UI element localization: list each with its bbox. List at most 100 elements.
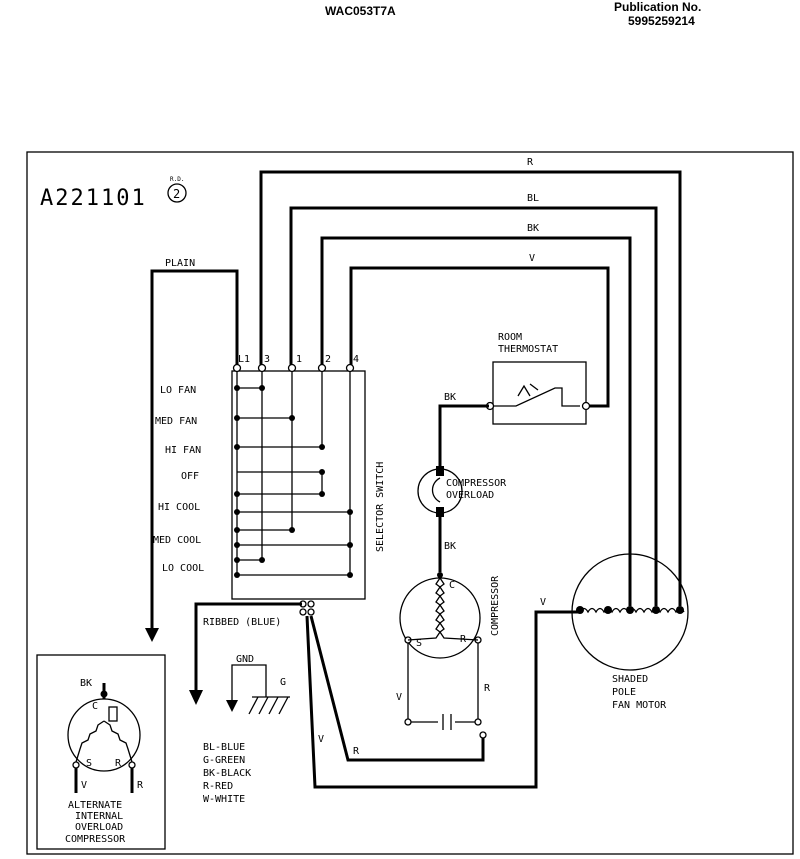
wire-label-bk-comp: BK	[444, 541, 456, 552]
thermostat-bimetal-icon	[517, 383, 539, 397]
alt-caption-3: OVERLOAD	[75, 822, 123, 833]
cap-terminal-right	[474, 718, 482, 726]
revision-small: R.D.	[170, 176, 184, 183]
cap-label-r: R	[484, 683, 491, 694]
alt-bk-label: BK	[80, 678, 92, 689]
wire-label-plain: PLAIN	[165, 258, 195, 269]
model-number: WAC053T7A	[325, 4, 396, 18]
cap-label-v: V	[396, 692, 402, 703]
thermostat-label-room: ROOM	[498, 332, 522, 343]
alt-compressor-circle	[67, 698, 141, 772]
alt-caption-4: COMPRESSOR	[65, 834, 126, 845]
alt-r-label: R	[115, 758, 122, 769]
legend-black: BK-BLACK	[203, 768, 251, 779]
position-lo-cool: LO COOL	[162, 563, 204, 574]
position-hi-cool: HI COOL	[158, 502, 200, 513]
position-med-fan: MED FAN	[155, 416, 197, 427]
alt-caption-2: INTERNAL	[75, 811, 123, 822]
ground-g-label: G	[280, 677, 286, 688]
switch-terminals	[232, 363, 355, 373]
revision-number: 2	[173, 187, 180, 201]
alt-c-label: C	[92, 701, 98, 712]
plain-arrow-icon	[145, 628, 159, 642]
ribbed-arrow-icon	[189, 690, 203, 705]
alt-c-terminal	[100, 690, 108, 698]
switch-internal-lines	[236, 371, 351, 576]
wire-white-fan	[305, 610, 580, 789]
wire-label-r-bottom: R	[353, 746, 360, 757]
terminal-3: 3	[264, 354, 270, 365]
overload-terminal-bottom	[436, 507, 444, 517]
overload-terminal-top	[436, 466, 444, 476]
wire-label-bk: BK	[527, 223, 539, 234]
wire-label-v: V	[529, 253, 535, 264]
wire-ribbed	[194, 602, 302, 693]
alt-run-winding-icon	[103, 720, 133, 763]
position-off: OFF	[181, 471, 199, 482]
alt-compressor-box	[36, 654, 166, 850]
legend-red: R-RED	[203, 781, 233, 792]
wire-label-v-fan: V	[540, 597, 546, 608]
legend-white: W-WHITE	[203, 794, 245, 805]
overload-label-overload: OVERLOAD	[446, 490, 494, 501]
cap-terminal-left	[404, 718, 412, 726]
alt-s-label: S	[86, 758, 92, 769]
alt-start-winding-icon	[75, 720, 105, 763]
position-med-cool: MED COOL	[153, 535, 201, 546]
publication-number: 5995259214	[628, 14, 695, 28]
wire-red	[259, 170, 682, 606]
selector-switch-box	[231, 370, 366, 600]
alt-r-terminal	[128, 761, 136, 769]
legend-green: G-GREEN	[203, 755, 245, 766]
thermostat-contact-icon	[493, 387, 580, 407]
publication-label: Publication No.	[614, 0, 702, 14]
wire-label-v-bottom: V	[318, 734, 324, 745]
alt-s-terminal	[72, 761, 80, 769]
alt-r-wire-label: R	[137, 780, 144, 791]
terminal-1: 1	[296, 354, 302, 365]
switch-contacts	[234, 385, 353, 578]
overload-label-compressor: COMPRESSOR	[446, 478, 507, 489]
alt-caption-1: ALTERNATE	[68, 800, 122, 811]
fan-motor-terminals	[576, 606, 684, 614]
thermostat-terminal-right	[581, 401, 591, 411]
compressor-r-label: R	[460, 634, 467, 645]
thermostat-label-thermostat: THERMOSTAT	[498, 344, 558, 355]
terminal-l1: L1	[238, 354, 250, 365]
fan-label-shaded: SHADED	[612, 674, 648, 685]
wire-label-bk-ovl: BK	[444, 392, 456, 403]
wire-white-thermostat	[349, 266, 610, 408]
compressor-s-label: S	[416, 638, 422, 649]
wire-black	[320, 236, 632, 606]
run-winding-icon	[439, 577, 479, 641]
start-winding-icon	[407, 577, 441, 641]
overload-element-icon	[431, 477, 441, 503]
alt-overload-icon	[108, 706, 118, 722]
wire-label-r: R	[527, 157, 534, 168]
wire-label-ribbed: RIBBED (BLUE)	[203, 617, 281, 628]
compressor-label: COMPRESSOR	[490, 575, 501, 636]
terminal-4: 4	[353, 354, 359, 365]
diagram-id: A221101	[40, 186, 147, 211]
revision-circle	[167, 183, 187, 203]
ground-gnd-label: GND	[236, 654, 254, 665]
room-thermostat-box	[492, 361, 587, 425]
fan-label-pole: POLE	[612, 687, 636, 698]
fan-motor-circle	[571, 553, 689, 671]
ground-symbol-icon	[248, 696, 290, 715]
fan-label-motor: FAN MOTOR	[612, 700, 667, 711]
ribbed-terminals	[299, 600, 315, 616]
wire-plain	[150, 269, 239, 630]
wire-label-bl: BL	[527, 193, 539, 204]
compressor-c-label: C	[449, 580, 455, 591]
compressor-c-terminal	[437, 572, 443, 578]
terminal-2: 2	[325, 354, 331, 365]
wire-black-overload	[438, 404, 489, 473]
cap-terminal-bottom	[479, 731, 487, 739]
legend-blue: BL-BLUE	[203, 742, 245, 753]
ground-wire	[231, 664, 267, 703]
position-lo-fan: LO FAN	[160, 385, 196, 396]
alt-v-label: V	[81, 780, 87, 791]
wire-r-capacitor	[455, 643, 479, 723]
